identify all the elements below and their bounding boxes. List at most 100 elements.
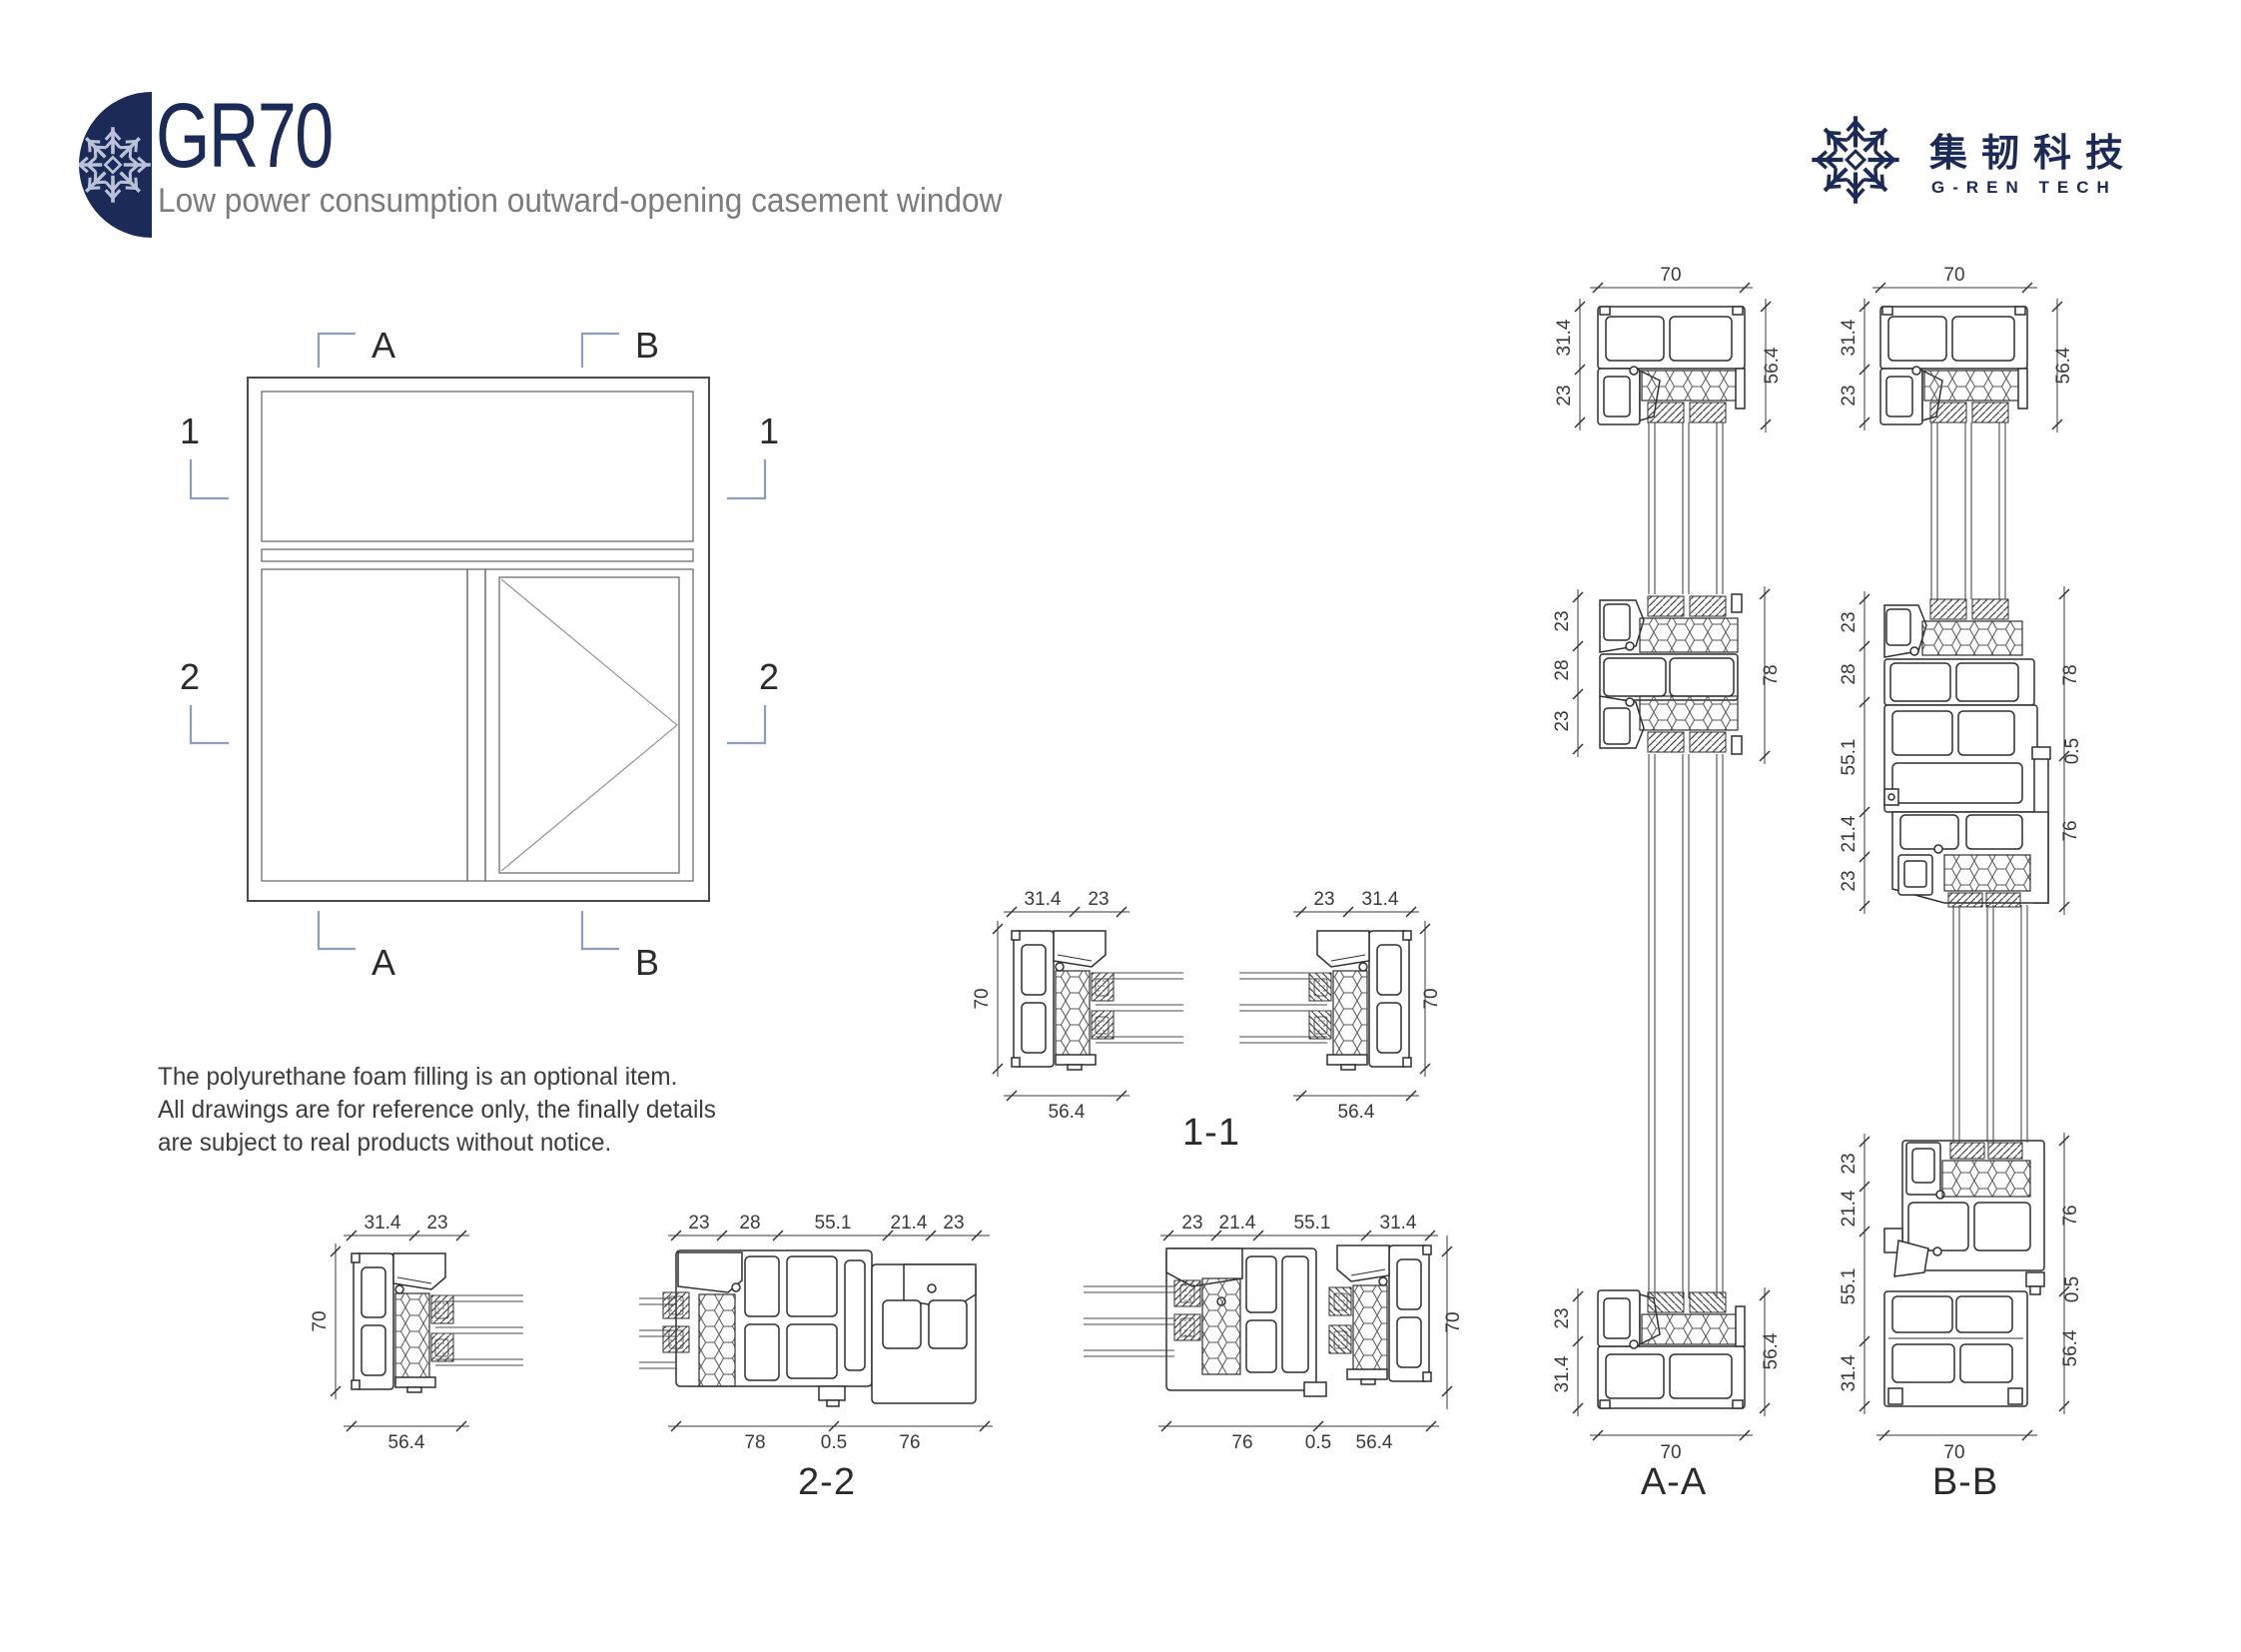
dim-label: 23 [1313,889,1334,910]
marker-1-left: 1 [180,411,200,451]
dim-label: 31.4 [365,1213,401,1234]
dim-label: 31.4 [1839,319,1860,356]
casement-opening-symbol [500,578,678,872]
dim-label: 31.4 [1554,319,1575,356]
dim-label: 23 [1554,385,1575,406]
dimension-ticks [330,1230,1453,1432]
dim-label: 70 [1943,1442,1964,1463]
dim-label: 23 [1839,611,1860,632]
dim-label: 55.1 [1839,1268,1860,1305]
company-logo-disc-icon [79,92,152,238]
notes-block: The polyurethane foam filling is an opti… [158,1061,716,1160]
marker-b-top: B [635,325,659,366]
dim-label: 31.4 [1839,1354,1860,1391]
marker-b-bottom: B [635,942,659,983]
dim-label: 56.4 [1049,1102,1086,1123]
dim-label: 70 [1943,265,1964,286]
dim-label: 76 [899,1432,920,1453]
dim-label: 23 [1552,710,1573,731]
dim-label: 0.5 [821,1432,847,1453]
section-label-1-1: 1-1 [1182,1112,1240,1154]
section-markers [189,332,767,951]
dim-label: 55.1 [1294,1213,1331,1234]
glazing-lines [1930,422,2028,1143]
transom-profile [1599,593,1743,755]
dim-label: 76 [2060,1205,2081,1226]
dim-label: 0.5 [1305,1432,1331,1453]
dim-label: 78 [744,1432,765,1453]
dim-label: 28 [1839,663,1860,684]
dim-label: 21.4 [1839,815,1860,852]
dim-label: 0.5 [2062,738,2083,764]
section-label-b-b: B-B [1932,1461,1998,1503]
page-subtitle: Low power consumption outward-opening ca… [158,182,1003,220]
dim-label: 31.4 [1362,889,1399,910]
dim-label: 55.1 [815,1213,852,1234]
dim-label: 21.4 [891,1213,928,1234]
dimension-lines [1577,287,1767,1436]
note-line: are subject to real products without not… [158,1129,612,1157]
dim-label: 78 [2060,664,2081,685]
sash-sill-profile [1883,1140,2045,1407]
glazing-lines [639,1297,677,1369]
dim-label: 21.4 [1839,1190,1860,1227]
dim-label: 56.4 [1356,1432,1393,1453]
dim-label: 23 [1839,1153,1860,1174]
glazing-lines [1096,972,1327,1044]
dim-label: 23 [943,1213,964,1234]
dim-label: 23 [1552,1307,1573,1328]
dim-label: 70 [1421,988,1442,1009]
dimension-ticks [1859,282,2070,1441]
dim-label: 21.4 [1219,1213,1256,1234]
dim-label: 56.4 [2053,347,2074,384]
dim-label: 28 [1552,659,1573,680]
dim-label: 70 [310,1310,331,1331]
dim-label: 31.4 [1552,1355,1573,1392]
dimension-lines [1864,287,2065,1436]
dimension-lines [997,911,1426,1097]
dim-label: 23 [1181,1213,1202,1234]
dim-label: 28 [739,1213,760,1234]
dim-label: 56.4 [1761,1332,1782,1369]
dim-label: 23 [1088,889,1109,910]
dim-label: 23 [1552,610,1573,631]
marker-1-right: 1 [759,411,779,451]
glazing-lines [1084,1285,1174,1357]
section-1-1: 31.4 23 70 56.4 23 31.4 70 56.4 1-1 [972,889,1442,1154]
dim-label: 56.4 [1338,1102,1375,1123]
dim-label: 56.4 [1762,347,1783,384]
brand-logo: 集韧科技 G-REN TECH [1804,104,2223,244]
dim-label: 31.4 [1025,889,1062,910]
dim-label: 70 [1443,1311,1464,1332]
marker-2-right: 2 [759,656,779,697]
dim-label: 0.5 [2062,1276,2083,1302]
dim-label: 70 [1660,265,1681,286]
dim-label: 23 [1839,385,1860,406]
note-line: The polyurethane foam filling is an opti… [158,1063,678,1091]
dim-label: 76 [1231,1432,1252,1453]
dim-label: 78 [1761,664,1782,685]
section-a-a: 70 31.4 23 56.4 23 28 23 78 23 31.4 56.4… [1552,265,1783,1503]
mullion-profile [662,1249,977,1407]
section-marker-labels: A B 1 1 2 2 A B [180,325,779,983]
dim-label: 70 [1660,1442,1681,1463]
glazing-lines [435,1294,523,1366]
dim-label: 23 [426,1213,447,1234]
dimension-lines [335,1235,1448,1427]
dim-label: 31.4 [1380,1213,1417,1234]
dim-label: 23 [688,1213,709,1234]
dim-label: 70 [972,988,993,1009]
dimension-ticks [1572,282,1772,1441]
marker-2-left: 2 [180,656,200,697]
dimension-ticks [992,906,1431,1102]
section-label-2-2: 2-2 [798,1461,856,1503]
dim-label: 55.1 [1839,739,1860,776]
marker-a-bottom: A [372,942,395,983]
glazing-lines [1648,422,1724,1298]
dim-label: 76 [2060,820,2081,841]
section-label-a-a: A-A [1641,1461,1707,1503]
dim-label: 56.4 [2060,1329,2081,1366]
dim-label: 23 [1839,870,1860,891]
